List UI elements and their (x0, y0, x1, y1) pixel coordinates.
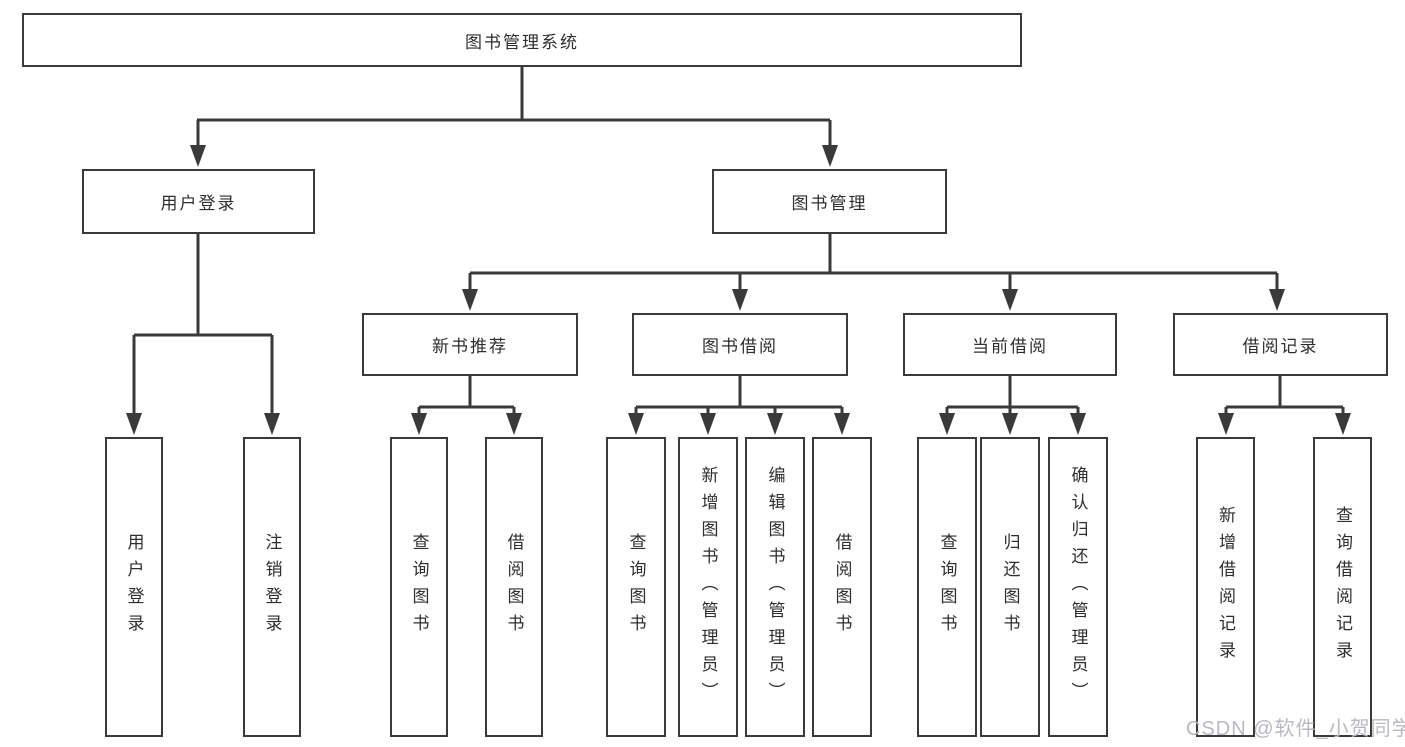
node-book-management: 图书管理 (712, 169, 947, 234)
leaf-borrow-book-newbooks-label: 借阅图书 (504, 533, 524, 641)
leaf-query-book-current-label: 查询图书 (937, 533, 957, 641)
arrowhead-icon (190, 145, 206, 167)
arrowhead-icon (264, 413, 280, 435)
node-current-borrow: 当前借阅 (903, 313, 1117, 376)
leaf-logout: 注销登录 (243, 437, 301, 737)
arrowhead-icon (700, 413, 716, 435)
arrowhead-icon (506, 413, 522, 435)
leaf-query-book-newbooks-label: 查询图书 (409, 533, 429, 641)
node-user-login-label: 用户登录 (160, 194, 237, 213)
arrowhead-icon (628, 413, 644, 435)
node-root-label: 图书管理系统 (465, 32, 579, 52)
leaf-query-borrow-record-label: 查询借阅记录 (1333, 506, 1352, 668)
leaf-borrow-book-label: 借阅图书 (832, 533, 852, 641)
leaf-return-book-label: 归还图书 (1000, 533, 1020, 641)
leaf-user-login-label: 用户登录 (124, 533, 144, 641)
arrowhead-icon (1269, 289, 1285, 311)
arrowhead-icon (1070, 413, 1086, 435)
node-book-borrow-label: 图书借阅 (702, 337, 778, 356)
leaf-add-book-admin-label: 新增图书（管理员） (698, 465, 718, 709)
arrowhead-icon (1002, 413, 1018, 435)
arrowhead-icon (1335, 413, 1351, 435)
leaf-add-book-admin: 新增图书（管理员） (678, 437, 738, 737)
leaf-query-book-newbooks: 查询图书 (390, 437, 448, 737)
leaf-add-borrow-record-label: 新增借阅记录 (1216, 506, 1235, 668)
node-borrow-record-label: 借阅记录 (1242, 337, 1319, 356)
leaf-edit-book-admin-label: 编辑图书（管理员） (765, 465, 785, 709)
arrowhead-icon (834, 413, 850, 435)
arrowhead-icon (126, 413, 142, 435)
leaf-query-book-current: 查询图书 (917, 437, 977, 737)
csdn-watermark: CSDN @软件_小贺同学 (1186, 718, 1405, 740)
node-book-management-label: 图书管理 (791, 194, 868, 213)
node-current-borrow-label: 当前借阅 (972, 337, 1048, 356)
leaf-edit-book-admin: 编辑图书（管理员） (745, 437, 805, 737)
arrowhead-icon (822, 145, 838, 167)
node-new-book-recommend: 新书推荐 (362, 313, 578, 376)
arrowhead-icon (767, 413, 783, 435)
node-root: 图书管理系统 (22, 13, 1022, 67)
arrowhead-icon (411, 413, 427, 435)
node-borrow-record: 借阅记录 (1173, 313, 1388, 376)
leaf-return-book: 归还图书 (980, 437, 1040, 737)
leaf-add-borrow-record: 新增借阅记录 (1196, 437, 1255, 737)
node-book-borrow: 图书借阅 (632, 313, 848, 376)
leaf-user-login: 用户登录 (105, 437, 163, 737)
arrowhead-icon (939, 413, 955, 435)
leaf-query-borrow-record: 查询借阅记录 (1313, 437, 1372, 737)
node-user-login: 用户登录 (82, 169, 315, 234)
arrowhead-icon (1002, 289, 1018, 311)
node-new-book-recommend-label: 新书推荐 (432, 337, 508, 356)
arrowhead-icon (1218, 413, 1234, 435)
leaf-query-book-borrow-label: 查询图书 (626, 533, 646, 641)
leaf-confirm-return-admin-label: 确认归还（管理员） (1068, 465, 1088, 709)
leaf-borrow-book: 借阅图书 (812, 437, 872, 737)
arrowhead-icon (732, 289, 748, 311)
leaf-confirm-return-admin: 确认归还（管理员） (1048, 437, 1108, 737)
leaf-logout-label: 注销登录 (262, 533, 282, 641)
leaf-borrow-book-newbooks: 借阅图书 (485, 437, 543, 737)
leaf-query-book-borrow: 查询图书 (606, 437, 666, 737)
arrowhead-icon (462, 289, 478, 311)
